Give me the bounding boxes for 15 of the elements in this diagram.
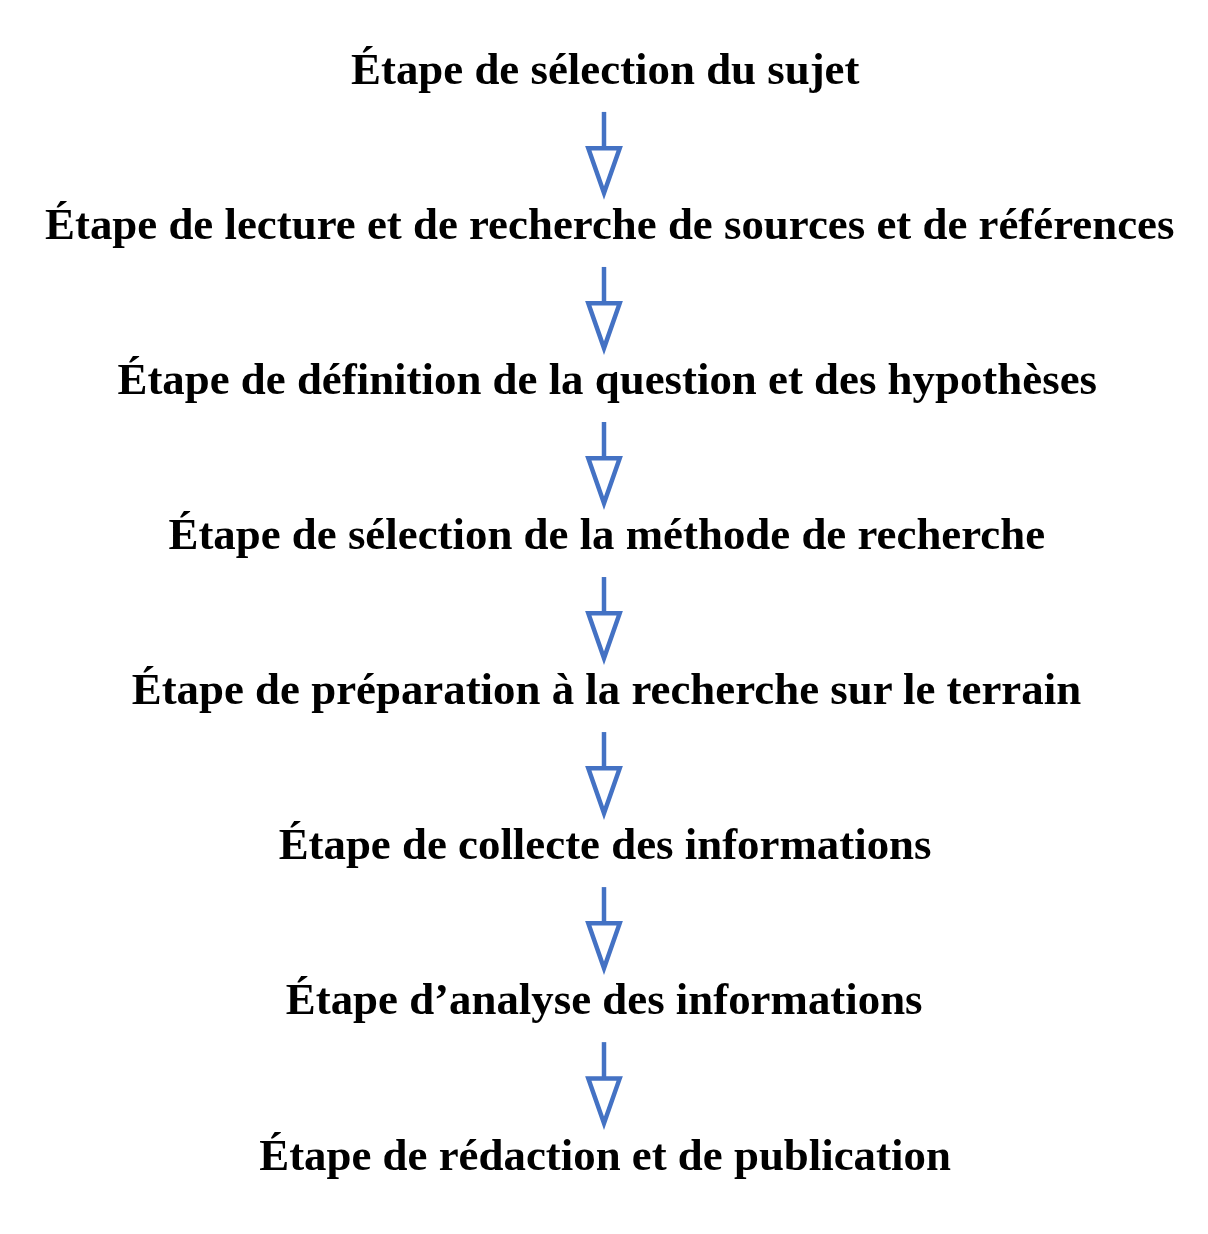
arrow [585, 576, 623, 665]
arrow [585, 1041, 623, 1130]
node-text: Étape de rédaction et de publication [259, 1129, 951, 1180]
node-text: Étape de sélection de la méthode de recherche [168, 508, 1046, 559]
node-text: Étape de collecte des informations [278, 818, 932, 869]
node-text: Étape de définition de la question et des hypothèses [117, 353, 1098, 404]
arrow [585, 266, 623, 355]
arrow [585, 111, 623, 200]
node-text: Étape d’analyse des informations [285, 973, 923, 1024]
arrow [585, 886, 623, 975]
arrow [585, 421, 623, 510]
node-text: Étape de préparation à la recherche sur le terrain [131, 663, 1082, 714]
node-text: Étape de sélection du sujet [351, 43, 860, 94]
arrow [585, 731, 623, 820]
node-text: Étape de lecture et de recherche de sources et de références [45, 198, 1175, 249]
